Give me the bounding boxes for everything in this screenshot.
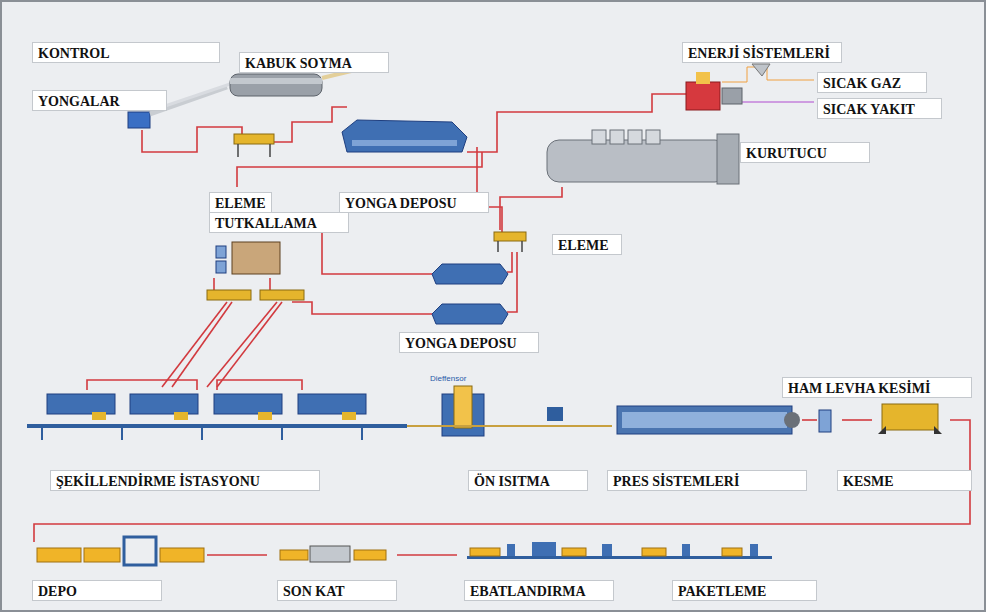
process-name: PAKETLEME	[678, 584, 766, 599]
process-name: KURUTUCU	[746, 146, 827, 161]
process-label: SON KAT	[277, 580, 397, 601]
process-name: PRES SİSTEMLERİ	[613, 474, 739, 489]
process-name: EBATLANDIRMA	[470, 584, 586, 599]
process-label: TUTKALLAMA	[209, 212, 349, 233]
process-label: YONGA DEPOSU	[399, 332, 539, 353]
process-label: EBATLANDIRMA	[464, 580, 614, 601]
process-label: KURUTUCU	[740, 142, 870, 163]
process-label: KABUK SOYMA	[239, 52, 389, 73]
process-name: ENERJİ SİSTEMLERİ	[688, 46, 830, 61]
process-name: TUTKALLAMA	[215, 216, 317, 231]
process-name: KESME	[843, 474, 894, 489]
process-name: YONGA DEPOSU	[405, 336, 517, 351]
process-name: KABUK SOYMA	[245, 56, 352, 71]
process-label: ENERJİ SİSTEMLERİ	[682, 42, 842, 63]
process-name: SON KAT	[283, 584, 345, 599]
process-name: ELEME	[215, 196, 266, 211]
process-name: DEPO	[38, 584, 77, 599]
process-name: YONGA DEPOSU	[345, 196, 457, 211]
process-label: PAKETLEME	[672, 580, 817, 601]
process-name: SICAK GAZ	[823, 76, 901, 91]
process-label: ÖN ISITMA	[468, 470, 588, 491]
process-label: YONGALAR	[32, 90, 167, 111]
process-label: DEPO	[32, 580, 162, 601]
process-name: YONGALAR	[38, 94, 120, 109]
process-label: ELEME	[209, 192, 272, 213]
process-label: PRES SİSTEMLERİ	[607, 470, 807, 491]
process-label: KESME	[837, 470, 972, 491]
process-label: YONGA DEPOSU	[339, 192, 489, 213]
machine-caption: Dieffensor	[430, 374, 466, 383]
control-label: KONTROL	[32, 42, 220, 63]
process-label: ELEME	[552, 234, 622, 255]
process-label: SICAK GAZ	[817, 72, 927, 93]
process-name: ŞEKİLLENDİRME İSTASYONU	[56, 474, 260, 489]
process-name: SICAK YAKIT	[823, 102, 915, 117]
process-name: ÖN ISITMA	[474, 474, 550, 489]
process-name: KONTROL	[38, 46, 110, 61]
process-label: HAM LEVHA KESİMİ	[782, 377, 972, 398]
process-name: ELEME	[558, 238, 609, 253]
process-name: HAM LEVHA KESİMİ	[788, 381, 930, 396]
process-label: ŞEKİLLENDİRME İSTASYONU	[50, 470, 320, 491]
process-label: SICAK YAKIT	[817, 98, 942, 119]
